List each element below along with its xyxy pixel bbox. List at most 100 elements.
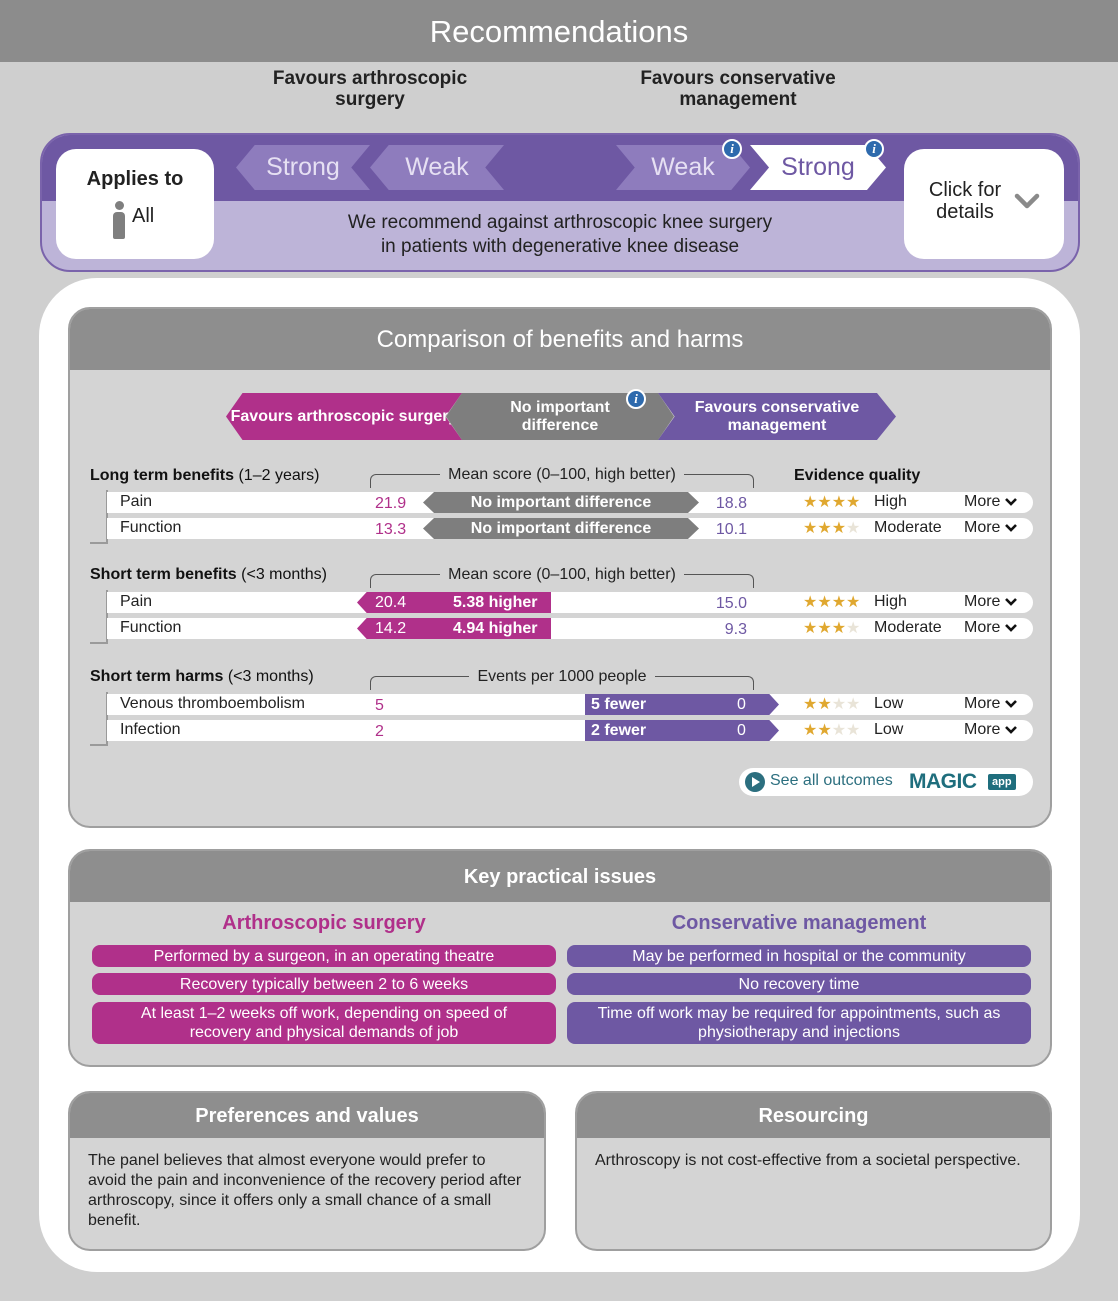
outcome-label: Pain (120, 493, 153, 510)
surgery-value: 13.3 (375, 521, 407, 538)
recommendation-text: We recommend against arthroscopic knee s… (212, 211, 908, 259)
see-all-outcomes-button[interactable]: See all outcomes MAGIC app (739, 768, 1033, 796)
outcome-label: Pain (120, 593, 153, 610)
person-icon (112, 201, 126, 241)
play-icon (745, 772, 765, 792)
applies-to-box: Applies to All (56, 149, 214, 259)
surgery-column-title: Arthroscopic surgery (222, 912, 426, 934)
outcome-label: Function (120, 619, 182, 636)
outcome-label: Function (120, 519, 182, 536)
preferences-text: The panel believes that almost everyone … (88, 1152, 522, 1229)
star-icon: ★★★★ (803, 620, 861, 637)
direction-favours-conservative: Favours conservative management (658, 393, 896, 440)
strength-weak-surgery[interactable]: Weak (370, 145, 504, 190)
surgery-value: 2 (375, 723, 384, 740)
conservative-value: 9.3 (724, 621, 747, 638)
chevron-down-icon (1014, 193, 1040, 209)
outcome-label: Venous thromboembolism (120, 695, 305, 712)
star-icon: ★★★★ (803, 722, 861, 739)
preferences-panel: Preferences and values The panel believe… (68, 1091, 546, 1251)
surgery-value: 21.9 (375, 495, 407, 512)
chevron-down-icon (1005, 523, 1018, 532)
outcome-row-long-pain: Pain 21.9 No important difference 18.8 ★… (107, 492, 1033, 513)
section-bracket-line (106, 692, 108, 746)
recommendation-text-line1: We recommend against arthroscopic knee s… (347, 212, 773, 233)
info-icon[interactable]: i (626, 389, 646, 409)
recommendation-panel: Strong Weak Weak Strong i i We recommend… (40, 133, 1080, 272)
surgery-value: 5 (375, 697, 384, 714)
more-toggle[interactable]: More (964, 619, 1018, 637)
key-issues-title: Key practical issues (70, 851, 1050, 902)
chevron-down-icon (1005, 725, 1018, 734)
surgery-issue-item: Recovery typically between 2 to 6 weeks (92, 973, 556, 995)
evidence-quality-header: Evidence quality (794, 467, 921, 484)
quality-label: Low (874, 695, 904, 712)
details-label: Click for details (928, 179, 1002, 223)
magic-logo: MAGIC (909, 770, 977, 793)
more-toggle[interactable]: More (964, 721, 1018, 739)
see-all-outcomes-label: See all outcomes (770, 772, 893, 789)
quality-label: Moderate (874, 619, 942, 636)
info-icon[interactable]: i (864, 139, 884, 159)
chevron-down-icon (1005, 699, 1018, 708)
quality-label: Moderate (874, 519, 942, 536)
section-title-short-term-harms: Short term harms (<3 months) (90, 668, 314, 685)
chevron-down-icon (1005, 497, 1018, 506)
resourcing-panel: Resourcing Arthroscopy is not cost-effec… (575, 1091, 1052, 1251)
magic-app-badge: app (988, 774, 1016, 790)
section-bracket-line (106, 590, 108, 644)
section-title-long-term-benefits: Long term benefits (1–2 years) (90, 467, 320, 484)
page-title: Recommendations (0, 0, 1118, 62)
star-icon: ★★★★ (803, 696, 861, 713)
conservative-value: 0 (737, 696, 746, 713)
applies-to-value: All (132, 205, 155, 227)
scale-label: Events per 1000 people (370, 668, 754, 686)
conservative-issue-item: No recovery time (567, 973, 1031, 995)
difference-badge: No important difference (423, 518, 699, 539)
favours-conservative-heading: Favours conservative management (640, 68, 836, 110)
comparison-title: Comparison of benefits and harms (70, 309, 1050, 370)
star-icon: ★★★★ (803, 494, 861, 511)
chevron-down-icon (1005, 623, 1018, 632)
surgery-value: 14.2 (375, 620, 407, 637)
resourcing-title: Resourcing (577, 1093, 1050, 1138)
star-icon: ★★★★ (803, 594, 861, 611)
conservative-issue-item: May be performed in hospital or the comm… (567, 945, 1031, 967)
difference-badge: No important difference (423, 492, 699, 513)
direction-favours-surgery: Favours arthroscopic surgery (226, 393, 462, 440)
recommendation-text-line2: in patients with degenerative knee disea… (380, 236, 740, 257)
scale-label: Mean score (0–100, high better) (370, 466, 754, 484)
more-toggle[interactable]: More (964, 593, 1018, 611)
scale-label: Mean score (0–100, high better) (370, 566, 754, 584)
quality-label: Low (874, 721, 904, 738)
section-bracket-base (90, 744, 108, 746)
outcome-label: Infection (120, 721, 181, 738)
resourcing-text: Arthroscopy is not cost-effective from a… (595, 1152, 1021, 1169)
outcome-row-long-function: Function 13.3 No important difference 10… (107, 518, 1033, 539)
conservative-value: 0 (737, 722, 746, 739)
strength-strong-conservative[interactable]: Strong (750, 145, 886, 190)
surgery-value: 20.4 (375, 594, 407, 611)
chevron-down-icon (1005, 597, 1018, 606)
info-icon[interactable]: i (722, 139, 742, 159)
conservative-value: 10.1 (715, 521, 747, 538)
section-title-short-term-benefits: Short term benefits (<3 months) (90, 566, 327, 583)
more-toggle[interactable]: More (964, 493, 1018, 511)
surgery-issue-item: Performed by a surgeon, in an operating … (92, 945, 556, 967)
conservative-value: 15.0 (715, 595, 747, 612)
more-toggle[interactable]: More (964, 519, 1018, 537)
quality-label: High (874, 493, 907, 510)
star-icon: ★★★★ (803, 520, 861, 537)
favours-surgery-heading: Favours arthroscopic surgery (272, 68, 468, 110)
click-for-details-button[interactable]: Click for details (904, 149, 1064, 259)
more-toggle[interactable]: More (964, 695, 1018, 713)
strength-strong-surgery[interactable]: Strong (236, 145, 370, 190)
section-bracket-base (90, 642, 108, 644)
quality-label: High (874, 593, 907, 610)
